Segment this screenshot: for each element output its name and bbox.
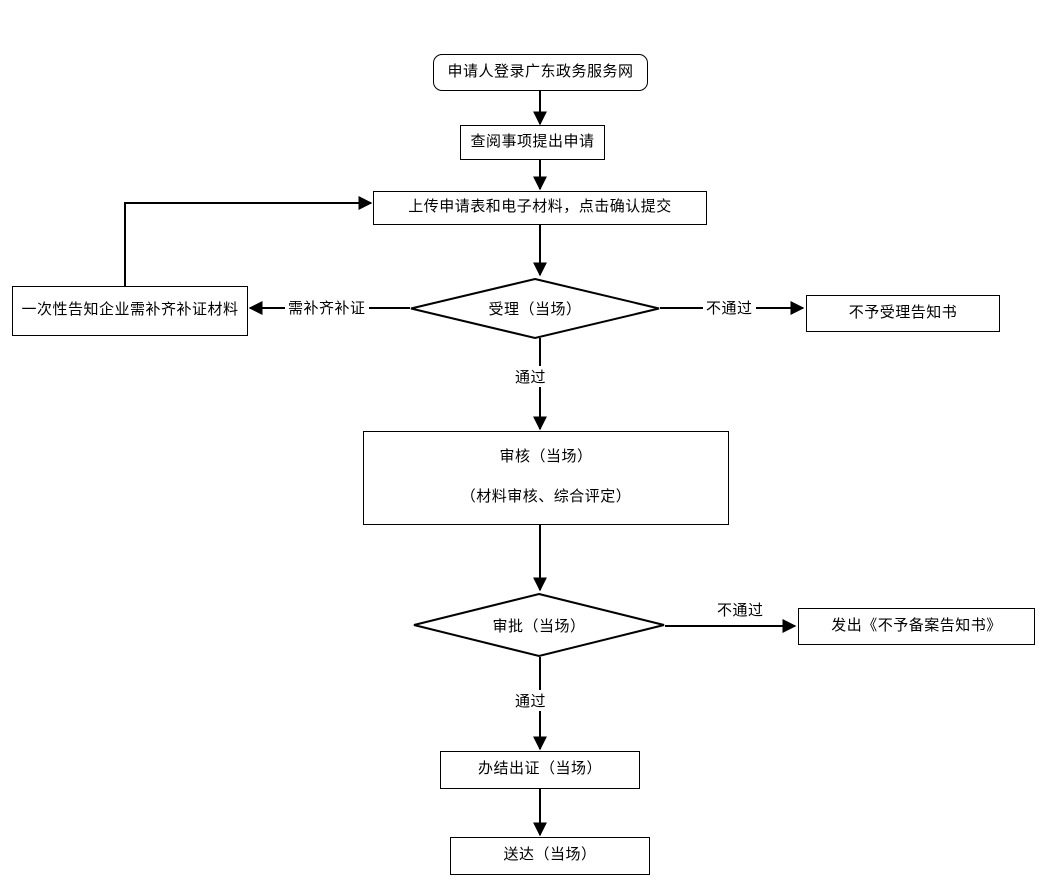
node-upload[interactable]: 上传申请表和电子材料，点击确认提交	[373, 191, 707, 225]
node-supplement-notice-label: 一次性告知企业需补齐补证材料	[21, 302, 239, 319]
node-browse-label: 查阅事项提出申请	[470, 133, 595, 150]
node-deliver[interactable]: 送达（当场）	[450, 837, 650, 875]
node-supplement-notice[interactable]: 一次性告知企业需补齐补证材料	[12, 286, 248, 336]
node-review[interactable]: 审核（当场） （材料审核、综合评定）	[363, 431, 729, 525]
node-complete[interactable]: 办结出证（当场）	[440, 751, 640, 789]
node-reject-accept-notice[interactable]: 不予受理告知书	[806, 295, 1000, 332]
node-reject-record-notice-label: 发出《不予备案告知书》	[831, 617, 1002, 634]
node-accept[interactable]: 受理（当场）	[410, 277, 660, 340]
edge-label-approval-pass: 通过	[512, 690, 550, 711]
node-reject-record-notice[interactable]: 发出《不予备案告知书》	[798, 608, 1035, 645]
edge-label-accept-fail: 不通过	[703, 297, 756, 318]
node-reject-accept-notice-label: 不予受理告知书	[848, 304, 958, 321]
edge-supplement-feedback-loop	[124, 196, 373, 286]
node-complete-label: 办结出证（当场）	[477, 761, 602, 778]
node-login[interactable]: 申请人登录广东政务服务网	[433, 54, 648, 91]
node-deliver-label: 送达（当场）	[503, 847, 597, 864]
node-browse[interactable]: 查阅事项提出申请	[460, 125, 605, 160]
node-approval[interactable]: 审批（当场）	[413, 592, 665, 658]
edge-label-approval-fail: 不通过	[714, 599, 767, 620]
node-login-label: 申请人登录广东政务服务网	[447, 63, 634, 80]
edge-label-accept-supplement: 需补齐补证	[285, 297, 369, 318]
node-upload-label: 上传申请表和电子材料，点击确认提交	[408, 199, 672, 216]
edge-label-accept-pass: 通过	[512, 366, 550, 387]
node-review-label-secondary: （材料审核、综合评定）	[460, 489, 632, 505]
node-accept-label: 受理（当场）	[488, 302, 582, 318]
node-review-label-primary: 审核（当场）	[499, 449, 593, 466]
node-approval-label: 审批（当场）	[492, 618, 586, 635]
